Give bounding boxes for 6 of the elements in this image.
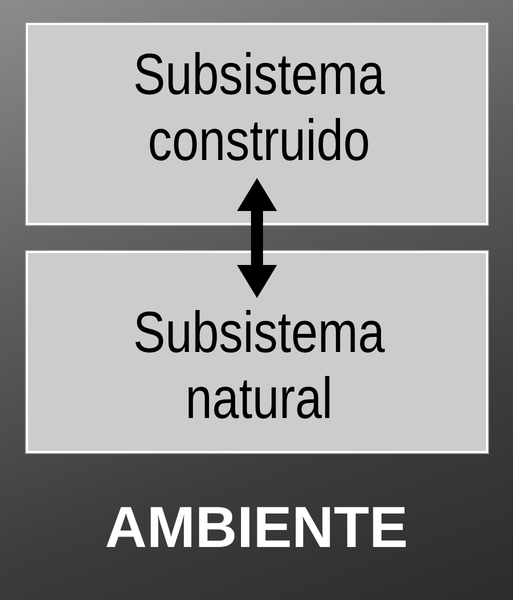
subsystem-box (26, 251, 488, 453)
box-label: Subsistema natural (132, 300, 386, 432)
panel-heading: AMBIENTE (105, 495, 408, 561)
double-arrow (237, 178, 277, 298)
box-label: Subsistema construido (132, 42, 386, 174)
subsystem-box (26, 23, 488, 225)
